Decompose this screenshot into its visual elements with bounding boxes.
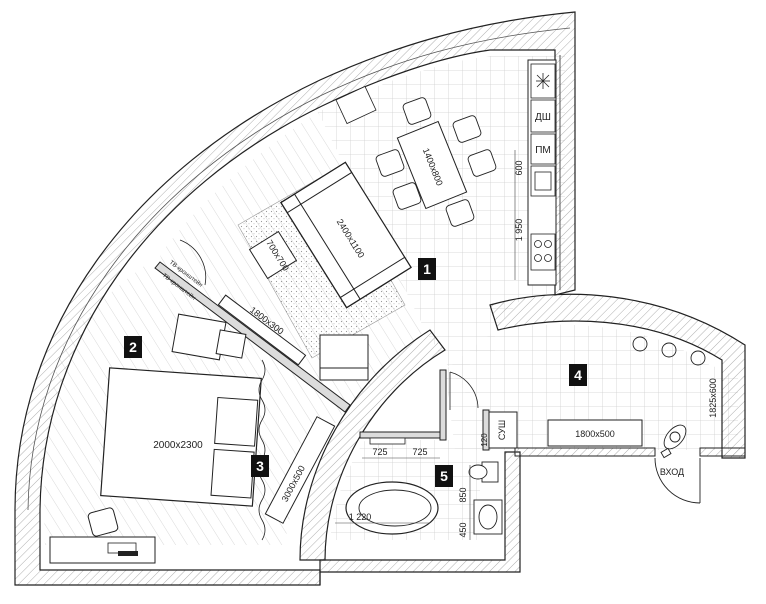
bedroom-partition [154, 261, 351, 413]
room-number-2: 2 [129, 339, 137, 355]
room-badge-5: 5 [435, 465, 453, 487]
hall-curved-wall [489, 293, 746, 459]
bed [100, 367, 262, 507]
bath-vanity-top [369, 437, 406, 445]
dining-chair [375, 97, 497, 227]
toilet-icon [468, 461, 499, 483]
sofa [280, 161, 412, 309]
washer-label: ПМ [535, 145, 551, 156]
dim-bath-725-right: 725 [412, 447, 427, 457]
coat-hooks [632, 336, 706, 366]
living-door-swing [179, 239, 207, 286]
bathtub [345, 481, 439, 535]
person-icon [660, 424, 687, 459]
fridge-icon [530, 63, 556, 99]
dim-bed: 2000x2300 [153, 440, 203, 451]
dim-hall-niche: 1825x600 [708, 378, 718, 418]
armchair [319, 334, 369, 381]
bottom-right-wall [319, 451, 521, 585]
bedroom-armchair [171, 313, 247, 361]
dim-bath-450: 450 [458, 522, 468, 537]
entrance-door-swing [654, 457, 701, 504]
outer-wall [14, 11, 576, 586]
hall-closet [547, 419, 643, 447]
dim-kitchen-1950: 1 950 [514, 219, 524, 242]
sink-icon [530, 165, 556, 197]
room-badge-2: 2 [124, 336, 142, 358]
washer-unit [530, 133, 556, 165]
stove-icon [530, 233, 556, 271]
room-number-4: 4 [574, 367, 582, 383]
bath-door-swing [449, 371, 479, 409]
wardrobe [264, 416, 336, 524]
dishwasher-unit [530, 99, 556, 133]
room-number-5: 5 [440, 468, 448, 484]
bath-partition-top [359, 431, 446, 439]
coffee-table [248, 230, 298, 280]
laundry-cabinet [488, 411, 518, 449]
desk-chair [87, 507, 119, 537]
dim-bath-120: 120 [480, 433, 489, 447]
entrance-label: ВХОД [660, 467, 684, 477]
dim-kitchen-600: 600 [514, 160, 524, 175]
room-badge-3: 3 [251, 455, 269, 477]
room-number-1: 1 [423, 261, 431, 277]
dim-bath-725-left: 725 [372, 447, 387, 457]
dining-table [396, 120, 468, 210]
tv-console [217, 294, 307, 366]
room-number-3: 3 [256, 458, 264, 474]
inner-curved-wall [299, 329, 446, 561]
dim-bath-850: 850 [458, 487, 468, 502]
room-badge-1: 1 [418, 258, 436, 280]
hall-bottom-wall [514, 447, 656, 457]
curtain [258, 359, 266, 541]
kitchen-shelf [335, 85, 377, 125]
dryer-label: СУШ [497, 420, 507, 440]
bath-partition-vertical [439, 369, 447, 441]
dim-hall-closet: 1800x500 [575, 429, 615, 439]
room-badge-4: 4 [569, 364, 587, 386]
washbasin-icon [473, 499, 503, 535]
hall-bottom-wall-right [699, 447, 746, 457]
window-line [27, 27, 571, 511]
desk [49, 536, 156, 564]
dim-bath-1220: 1 220 [349, 512, 372, 522]
dishwasher-label: ДШ [535, 112, 551, 123]
